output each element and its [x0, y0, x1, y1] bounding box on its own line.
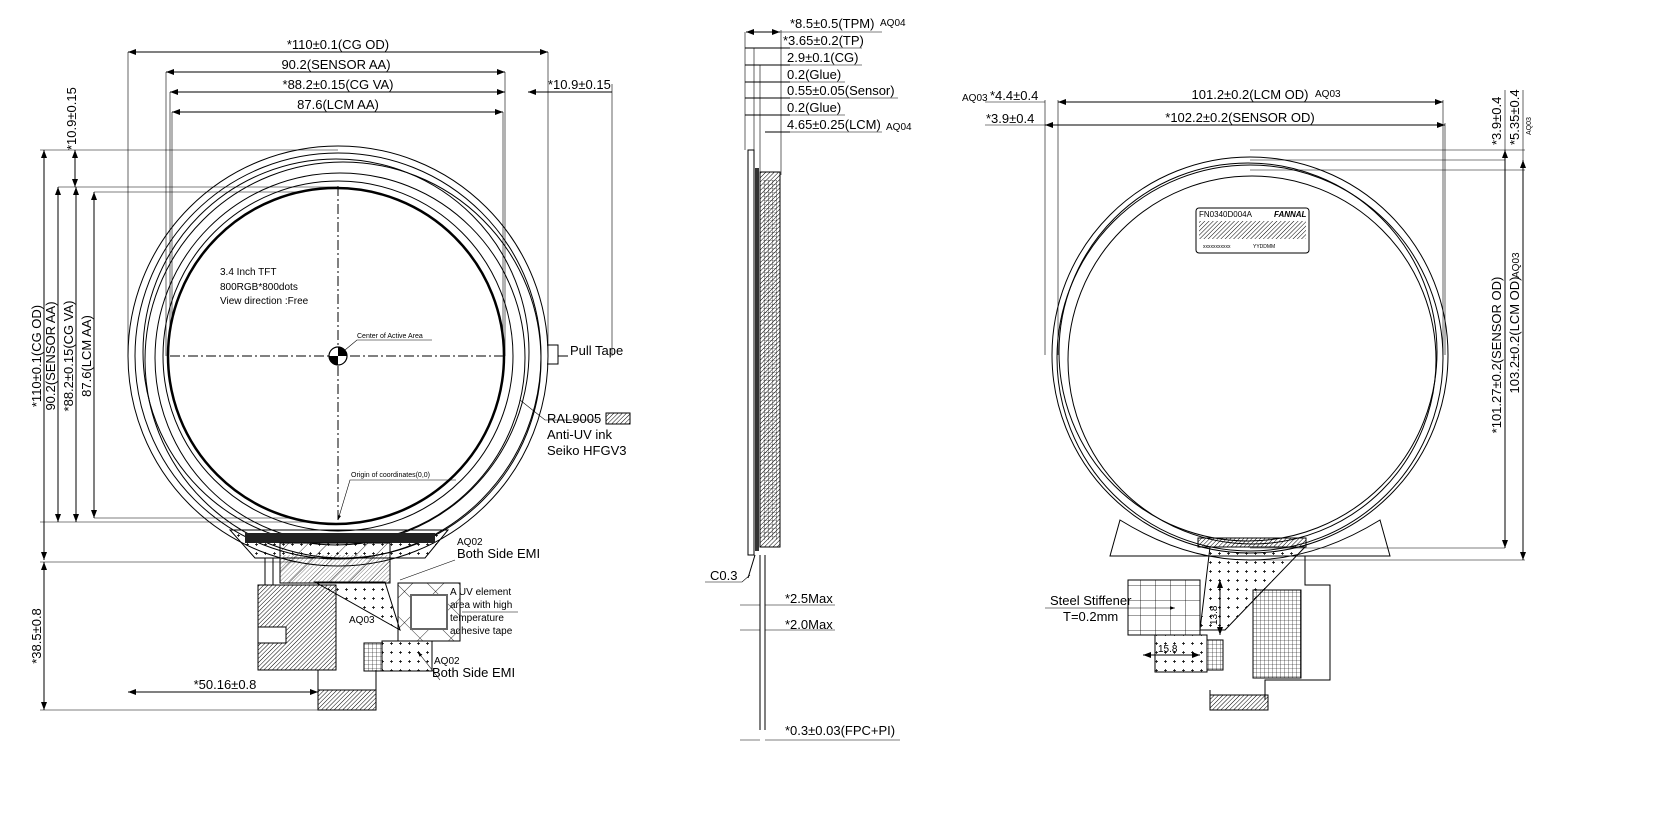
stack-lcm: 4.65±0.25(LCM): [787, 117, 881, 132]
dim-fpc-length: *38.5±0.8: [29, 608, 44, 664]
stack-glue-1: 0.2(Glue): [787, 67, 841, 82]
center-label: Center of Active Area: [357, 333, 423, 340]
ink-hatch-swatch: [605, 412, 631, 425]
dim-left-sensor-aa: 90.2(SENSOR AA): [43, 301, 58, 410]
back-offset-1: *4.4±0.4: [990, 88, 1038, 103]
origin-label: Origin of coordinates(0,0): [351, 472, 430, 479]
dim-left-lcm-aa: 87.6(LCM AA): [79, 315, 94, 397]
spec-line-1: 3.4 Inch TFT: [220, 267, 277, 278]
label-brand: FANNAL: [1274, 210, 1307, 219]
back-rev-lcm: AQ03: [1315, 89, 1341, 100]
dim-height: 13.8: [1209, 605, 1220, 625]
dim-offset-right: *10.9±0.15: [548, 77, 611, 92]
dim-cg-va: *88.2±0.15(CG VA): [283, 77, 394, 92]
fpc-thickness: *0.3±0.03(FPC+PI): [785, 723, 895, 738]
emi-top-rev: AQ02: [457, 537, 483, 548]
emi-bottom-label: Both Side EMI: [432, 665, 515, 680]
label-serial: xxxxxxxxxxx: [1203, 244, 1231, 250]
stack-glue-2: 0.2(Glue): [787, 100, 841, 115]
ink-label-3: Seiko HFGV3: [547, 443, 626, 458]
dim-lcm-aa: 87.6(LCM AA): [297, 97, 379, 112]
max-2: *2.0Max: [785, 617, 833, 632]
dim-cg-od: *110±0.1(CG OD): [287, 37, 389, 52]
emi-top-label: Both Side EMI: [457, 546, 540, 561]
uv-note-1: A UV element: [450, 587, 511, 598]
stiffener-thickness: T=0.2mm: [1063, 609, 1118, 624]
back-right-offset-2: *5.35±0.4: [1507, 89, 1522, 145]
back-right-offset-2-rev: AQ03: [1526, 117, 1533, 135]
back-right-offset-1: *3.9±0.4: [1489, 97, 1504, 145]
back-offset-2: *3.9±0.4: [986, 111, 1034, 126]
ink-label-1: RAL9005: [547, 411, 601, 426]
front-view: *110±0.1(CG OD) 90.2(SENSOR AA) *88.2±0.…: [29, 37, 631, 711]
dim-sensor-aa: 90.2(SENSOR AA): [281, 57, 390, 72]
stack-tp: *3.65±0.2(TP): [783, 33, 864, 48]
uv-note-3: temperature: [450, 613, 504, 624]
uv-note-2: area with high: [450, 600, 512, 611]
dim-left-cg-va: *88.2±0.15(CG VA): [61, 301, 76, 412]
center-mark-icon: [328, 346, 348, 366]
product-label: FN0340D004A FANNAL xxxxxxxxxxx YYDDMM: [1195, 207, 1310, 254]
max-1: *2.5Max: [785, 591, 833, 606]
dim-left-cg-od: *110±0.1(CG OD): [29, 305, 44, 407]
back-right-sensor-od: *101.27±0.2(SENSOR OD): [1489, 277, 1504, 434]
back-sensor-od: *102.2±0.2(SENSOR OD): [1165, 110, 1314, 125]
stack-lcm-rev: AQ04: [886, 122, 912, 133]
dim-bottom: *50.16±0.8: [194, 677, 257, 692]
back-right-lcm-rev: AQ03: [1511, 252, 1522, 278]
pull-tape-label: Pull Tape: [570, 343, 623, 358]
dim-width: 15.8: [1158, 644, 1178, 655]
label-date: YYDDMM: [1253, 244, 1275, 250]
emi-bottom-rev: AQ02: [434, 656, 460, 667]
chamfer-label: C0.3: [710, 568, 737, 583]
side-view: *8.5±0.5(TPM) AQ04 *3.65±0.2(TP) 2.9±0.1…: [705, 16, 912, 741]
spec-line-3: View direction :Free: [220, 296, 309, 307]
uv-note-4: adhesive tape: [450, 626, 513, 637]
layer-stack-labels: *8.5±0.5(TPM) AQ04 *3.65±0.2(TP) 2.9±0.1…: [783, 16, 912, 133]
aq03-label: AQ03: [349, 615, 375, 626]
label-part-no: FN0340D004A: [1199, 210, 1253, 219]
steel-stiffener: [1127, 579, 1201, 636]
back-right-lcm-od: 103.2±0.2(LCM OD): [1507, 277, 1522, 394]
stack-tpm: *8.5±0.5(TPM): [790, 16, 874, 31]
back-lcm-od: 101.2±0.2(LCM OD): [1192, 87, 1309, 102]
stack-sensor: 0.55±0.05(Sensor): [787, 83, 895, 98]
back-view: FN0340D004A FANNAL xxxxxxxxxxx YYDDMM AQ…: [962, 87, 1533, 711]
stack-tpm-rev: AQ04: [880, 18, 906, 29]
stiffener-label: Steel Stiffener: [1050, 593, 1132, 608]
barcode-icon: [1199, 221, 1306, 239]
ink-label-2: Anti-UV ink: [547, 427, 613, 442]
back-rev-left: AQ03: [962, 93, 988, 104]
spec-line-2: 800RGB*800dots: [220, 282, 298, 293]
stack-cg: 2.9±0.1(CG): [787, 50, 858, 65]
dim-offset-top: *10.9±0.15: [64, 87, 79, 150]
